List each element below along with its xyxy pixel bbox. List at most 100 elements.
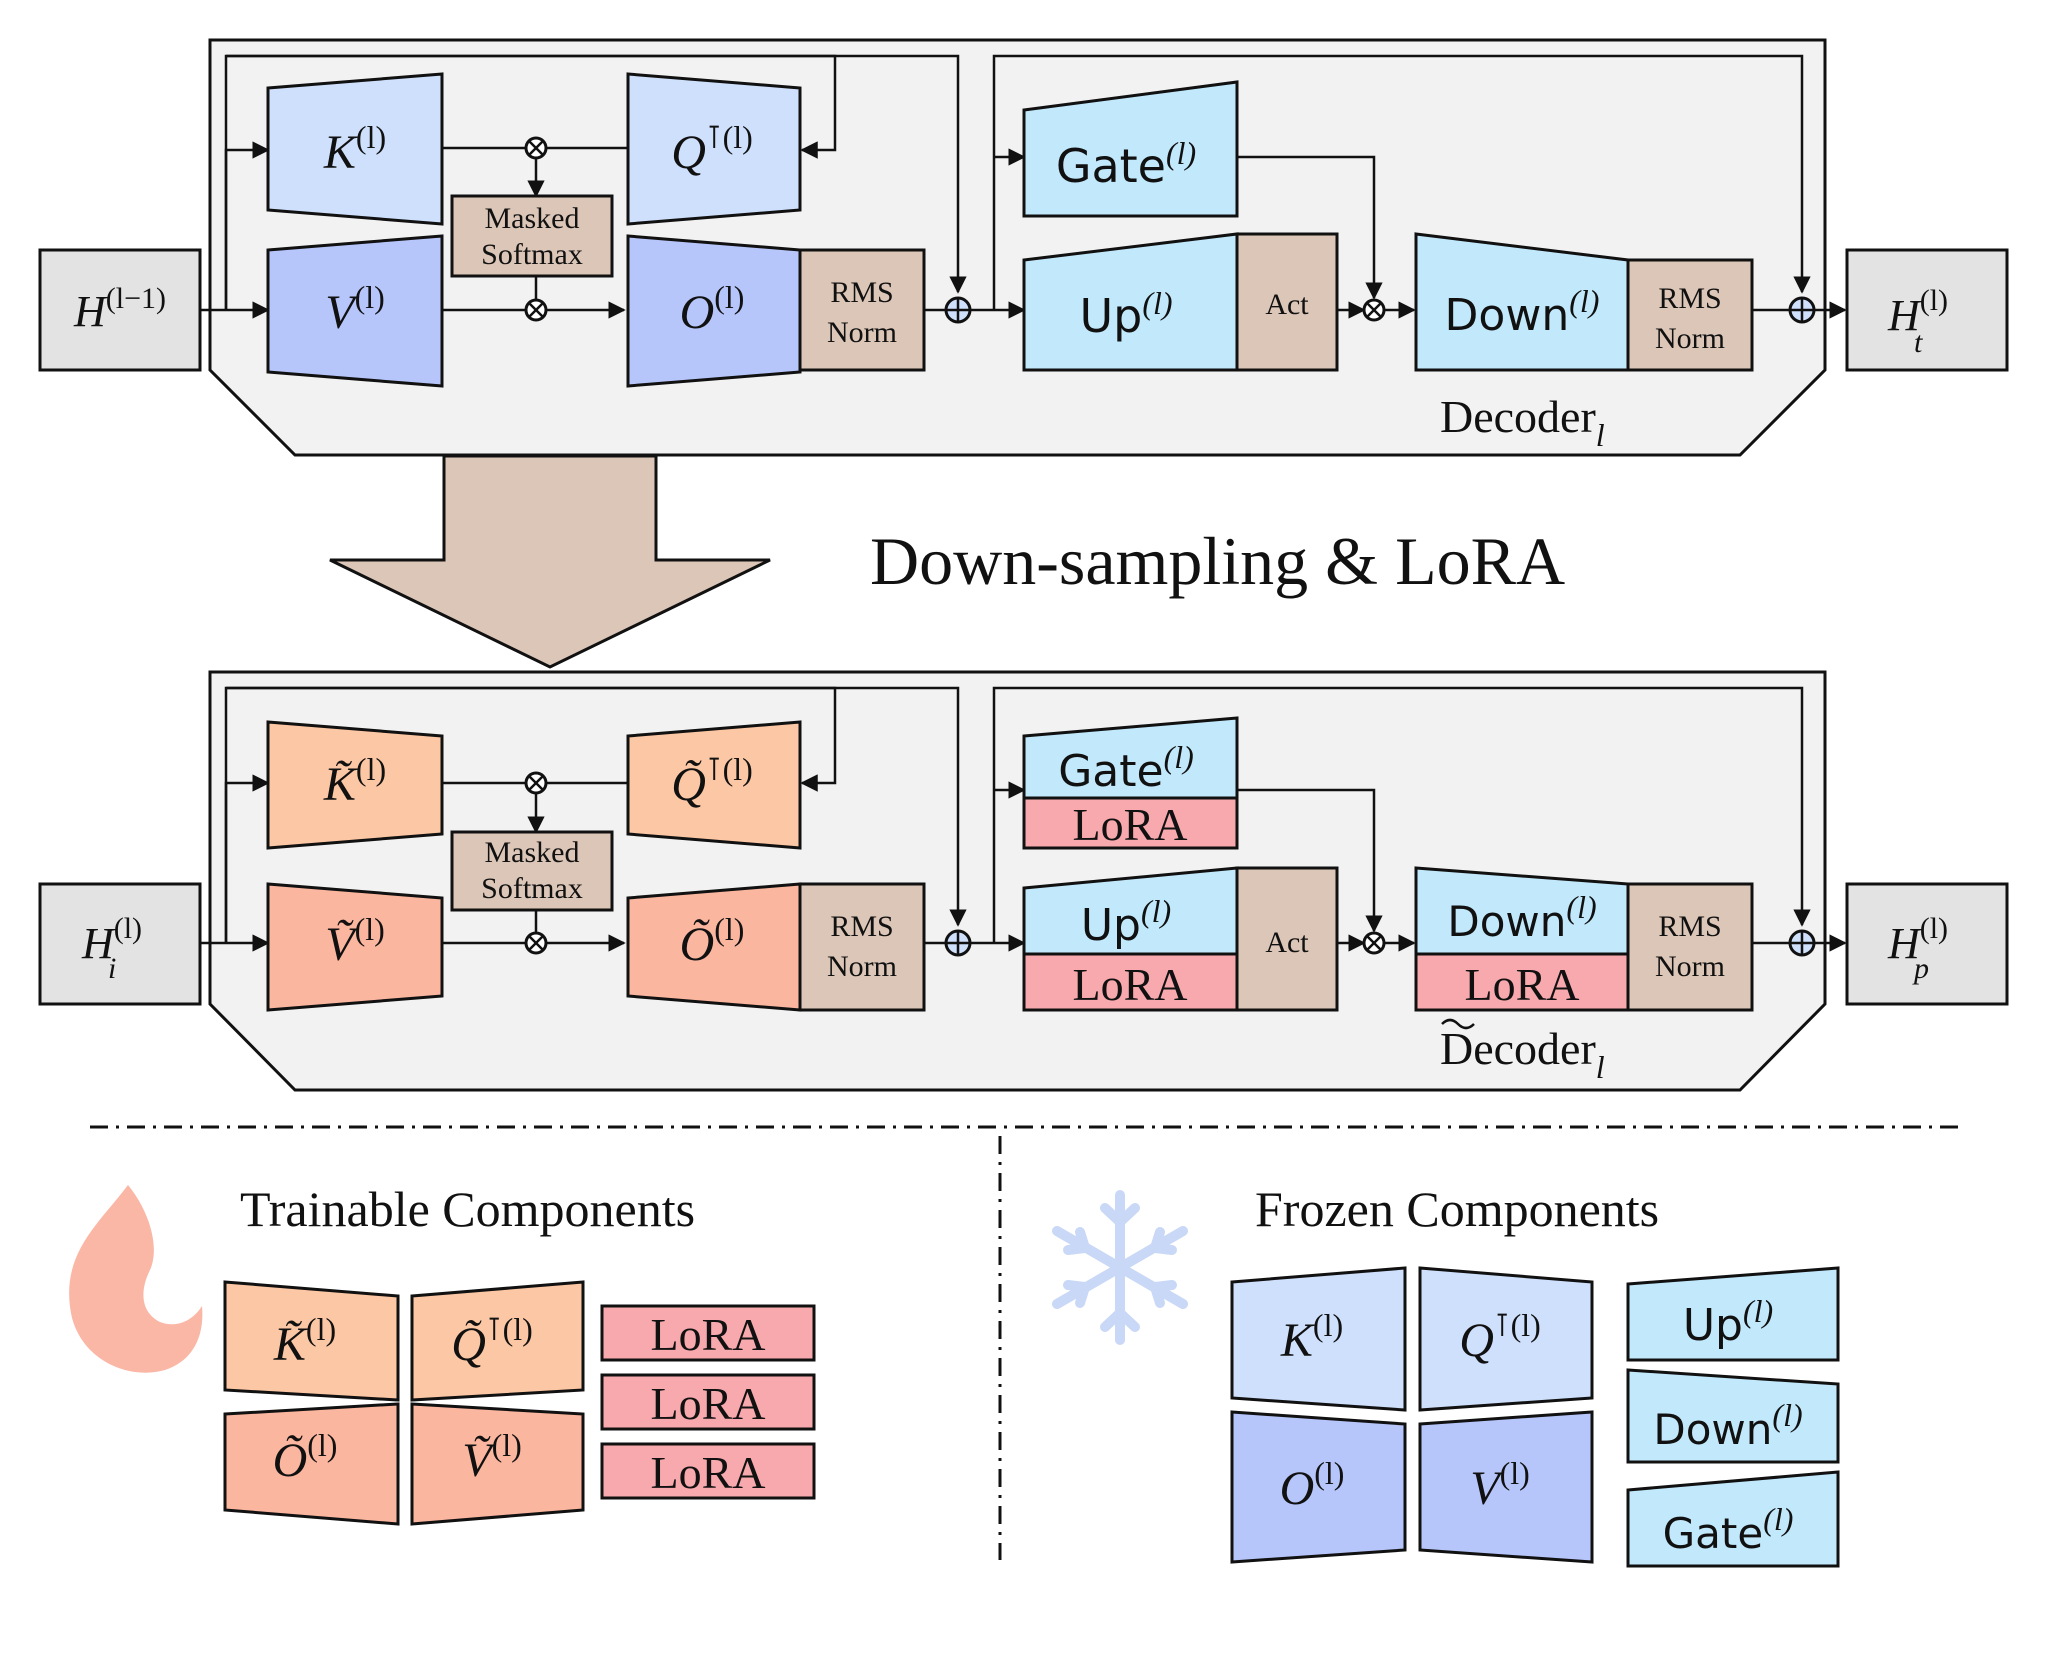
legend-lora-label-2: LoRA [651, 1378, 766, 1429]
down-sampling-arrow [329, 454, 771, 669]
top-decoder-label: Decoderl [1440, 391, 1605, 453]
top-gate-label: Gate(l) [1056, 135, 1196, 193]
legend-frozen-q-block [1418, 1266, 1594, 1412]
bottom-rms1-block [798, 882, 926, 1012]
legend-lora-block-2 [600, 1373, 816, 1431]
legend-frozen-gate-block [1626, 1470, 1840, 1568]
legend-frozen: Frozen Components K(l) Q⊺(l) O(l) V(l) U… [1052, 1181, 1840, 1568]
bottom-gate-lora-block [1022, 796, 1239, 850]
bottom-down-lora-label: LoRA [1465, 959, 1580, 1010]
bottom-mul-operator-1 [524, 771, 548, 795]
top-down-label: Down(l) [1445, 283, 1600, 341]
bottom-v-block [266, 882, 444, 1012]
bottom-down-label: Down(l) [1447, 889, 1596, 946]
top-gate-block [1022, 80, 1239, 218]
bottom-input-label: H(l)i [81, 912, 142, 985]
bottom-v-label: Ṽ(l) [325, 911, 385, 971]
top-act-label: Act [1265, 288, 1309, 321]
legend-lora-label-1: LoRA [651, 1309, 766, 1360]
top-output-label: H(l)t [1887, 284, 1948, 359]
trainable-title: Trainable Components [240, 1181, 695, 1237]
bottom-add-operator-1 [944, 929, 972, 957]
bottom-k-block [266, 720, 444, 850]
bottom-q-label: Q̃⊺(l) [671, 751, 753, 811]
top-v-label: V(l) [325, 279, 385, 339]
top-q-block [626, 72, 802, 226]
snowflake-icon [1052, 1190, 1188, 1345]
bottom-wires [200, 686, 1847, 952]
bottom-output-box [1845, 882, 2009, 1006]
legend-frozen-o-label: O(l) [1280, 1455, 1345, 1515]
bottom-k-label: K̃(l) [323, 751, 386, 811]
legend-frozen-down-block [1626, 1368, 1840, 1464]
legend-trainable-o-label: Õ(l) [273, 1427, 338, 1487]
top-o-label: O(l) [680, 279, 745, 339]
legend-lora-block-3 [600, 1442, 816, 1500]
bottom-rms2-block [1626, 882, 1754, 1012]
top-softmax-block [450, 194, 614, 278]
legend-frozen-up-label: Up(l) [1683, 1293, 1773, 1351]
bottom-softmax-block [450, 830, 614, 912]
bottom-add-operator-2 [1788, 929, 1816, 957]
bottom-act-block [1235, 866, 1339, 1012]
top-input-box [38, 248, 202, 372]
legend-trainable-o-block [223, 1402, 400, 1526]
top-add-operator-2 [1788, 296, 1816, 324]
bottom-gate-label: Gate(l) [1058, 739, 1194, 797]
bottom-up-lora-block [1022, 952, 1239, 1012]
legend-frozen-o-block [1230, 1410, 1407, 1564]
top-k-label: K(l) [323, 119, 386, 179]
top-mul-operator-1 [524, 136, 548, 160]
legend-trainable-k-label: K̃(l) [273, 1311, 336, 1371]
bottom-decoder-label: Decoderl [1440, 1023, 1605, 1085]
legend-frozen-v-label: V(l) [1470, 1455, 1530, 1515]
bottom-decoder-tilde [1441, 1018, 1475, 1030]
top-q-label: Q⊺(l) [671, 119, 753, 179]
top-mul-operator-2 [524, 298, 548, 322]
top-o-block [626, 234, 802, 388]
legend-frozen-up-block [1626, 1266, 1840, 1362]
bottom-act-label: Act [1265, 926, 1309, 959]
bottom-q-block [626, 720, 802, 850]
top-k-block [266, 72, 444, 226]
legend-frozen-gate-label: Gate(l) [1663, 1501, 1794, 1558]
top-add-operator-1 [944, 296, 972, 324]
bottom-gate-lora-label: LoRA [1073, 799, 1188, 850]
top-act-block [1235, 232, 1339, 372]
legend-lora-label-3: LoRA [651, 1447, 766, 1498]
bottom-mul-operator-2 [524, 931, 548, 955]
legend-trainable-v-block [410, 1402, 585, 1526]
top-output-box [1845, 248, 2009, 372]
legend-trainable-q-block [410, 1280, 585, 1402]
legend-frozen-k-label: K(l) [1280, 1307, 1343, 1367]
top-wires [200, 54, 1847, 319]
frozen-title: Frozen Components [1255, 1181, 1659, 1237]
transition-label: Down-sampling & LoRA [870, 523, 1565, 599]
top-rms2-block [1626, 258, 1754, 372]
legend-trainable-q-label: Q̃⊺(l) [451, 1311, 533, 1371]
bottom-mul-operator-3 [1362, 931, 1386, 955]
top-up-label: Up(l) [1079, 285, 1172, 343]
legend-trainable-k-block [223, 1280, 400, 1402]
bottom-up-label: Up(l) [1081, 893, 1171, 951]
top-mul-operator-3 [1362, 298, 1386, 322]
legend-frozen-v-block [1418, 1410, 1594, 1564]
legend-frozen-q-label: Q⊺(l) [1459, 1307, 1541, 1367]
bottom-output-label: H(l)p [1887, 912, 1948, 985]
legend-lora-block-1 [600, 1304, 816, 1362]
top-input-label: H(l−1) [73, 282, 166, 336]
bottom-input-box [38, 882, 202, 1006]
top-v-block [266, 234, 444, 388]
bottom-down-lora-block [1414, 952, 1630, 1012]
legend-trainable-v-label: Ṽ(l) [462, 1427, 522, 1487]
